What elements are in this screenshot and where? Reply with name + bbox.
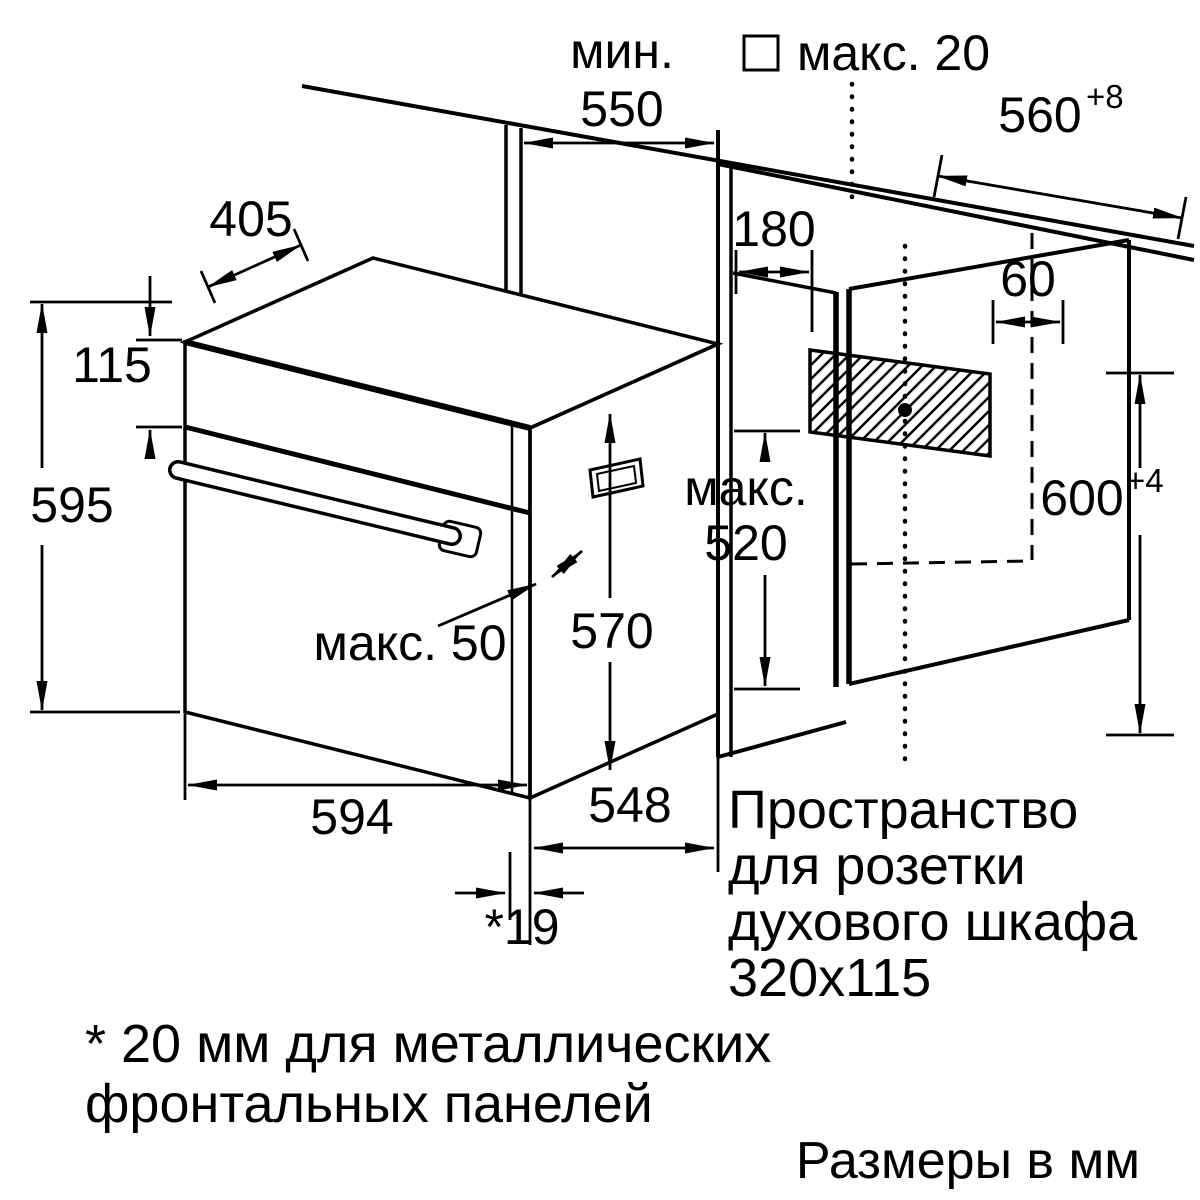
label-600-tol: +4 <box>1126 462 1164 499</box>
left-cabinet-panel <box>504 125 523 296</box>
footnote-line1: * 20 мм для металлических <box>85 1014 771 1074</box>
label-560-tol: +8 <box>1086 78 1124 115</box>
socket-hatch-area <box>808 348 992 458</box>
label-max20: макс. 20 <box>797 25 990 81</box>
control-panel-edge <box>184 424 531 516</box>
label-570: 570 <box>570 603 653 659</box>
max-gap-square-icon <box>742 34 780 72</box>
label-520: 520 <box>704 515 787 571</box>
dim-405 <box>207 243 302 289</box>
socket-note-line1: Пространство <box>728 780 1078 840</box>
footnote: * 20 мм для металлических фронтальных па… <box>85 1014 771 1134</box>
side-vent-slot <box>588 457 645 499</box>
oven-body <box>168 256 724 801</box>
label-595: 595 <box>30 477 113 533</box>
label-594: 594 <box>310 789 393 845</box>
dimension-lines <box>30 137 1188 945</box>
units-note: Размеры в мм <box>796 1132 1140 1190</box>
label-max50: макс. 50 <box>313 615 506 671</box>
label-60: 60 <box>1000 251 1056 307</box>
niche-hidden-edge <box>850 559 1031 566</box>
label-548: 548 <box>588 777 671 833</box>
socket-note: Пространство для розетки духового шкафа … <box>728 780 1138 1008</box>
dim-max50 <box>551 549 583 579</box>
label-115: 115 <box>72 337 152 393</box>
label-min: мин. <box>570 23 674 79</box>
label-19: *19 <box>484 899 559 955</box>
oven-top-face <box>179 256 724 430</box>
socket-note-line3: духового шкафа <box>728 892 1138 952</box>
label-max: макс. <box>684 460 808 516</box>
label-180: 180 <box>732 201 815 257</box>
label-550: 550 <box>580 81 663 137</box>
footnote-line2: фронтальных панелей <box>85 1074 653 1134</box>
socket-note-line4: 320x115 <box>728 948 931 1008</box>
dim-560 <box>937 174 1183 220</box>
socket-note-line2: для розетки <box>728 836 1026 896</box>
socket-space <box>742 34 992 767</box>
label-600: 600 <box>1040 470 1123 526</box>
max50-leader-arrow <box>437 582 537 628</box>
label-560: 560 <box>998 87 1081 143</box>
label-405: 405 <box>209 191 292 247</box>
oven-front-face <box>183 339 532 801</box>
dimension-labels: мин. 550 макс. 20 560 +8 405 180 60 115 … <box>30 23 1163 955</box>
